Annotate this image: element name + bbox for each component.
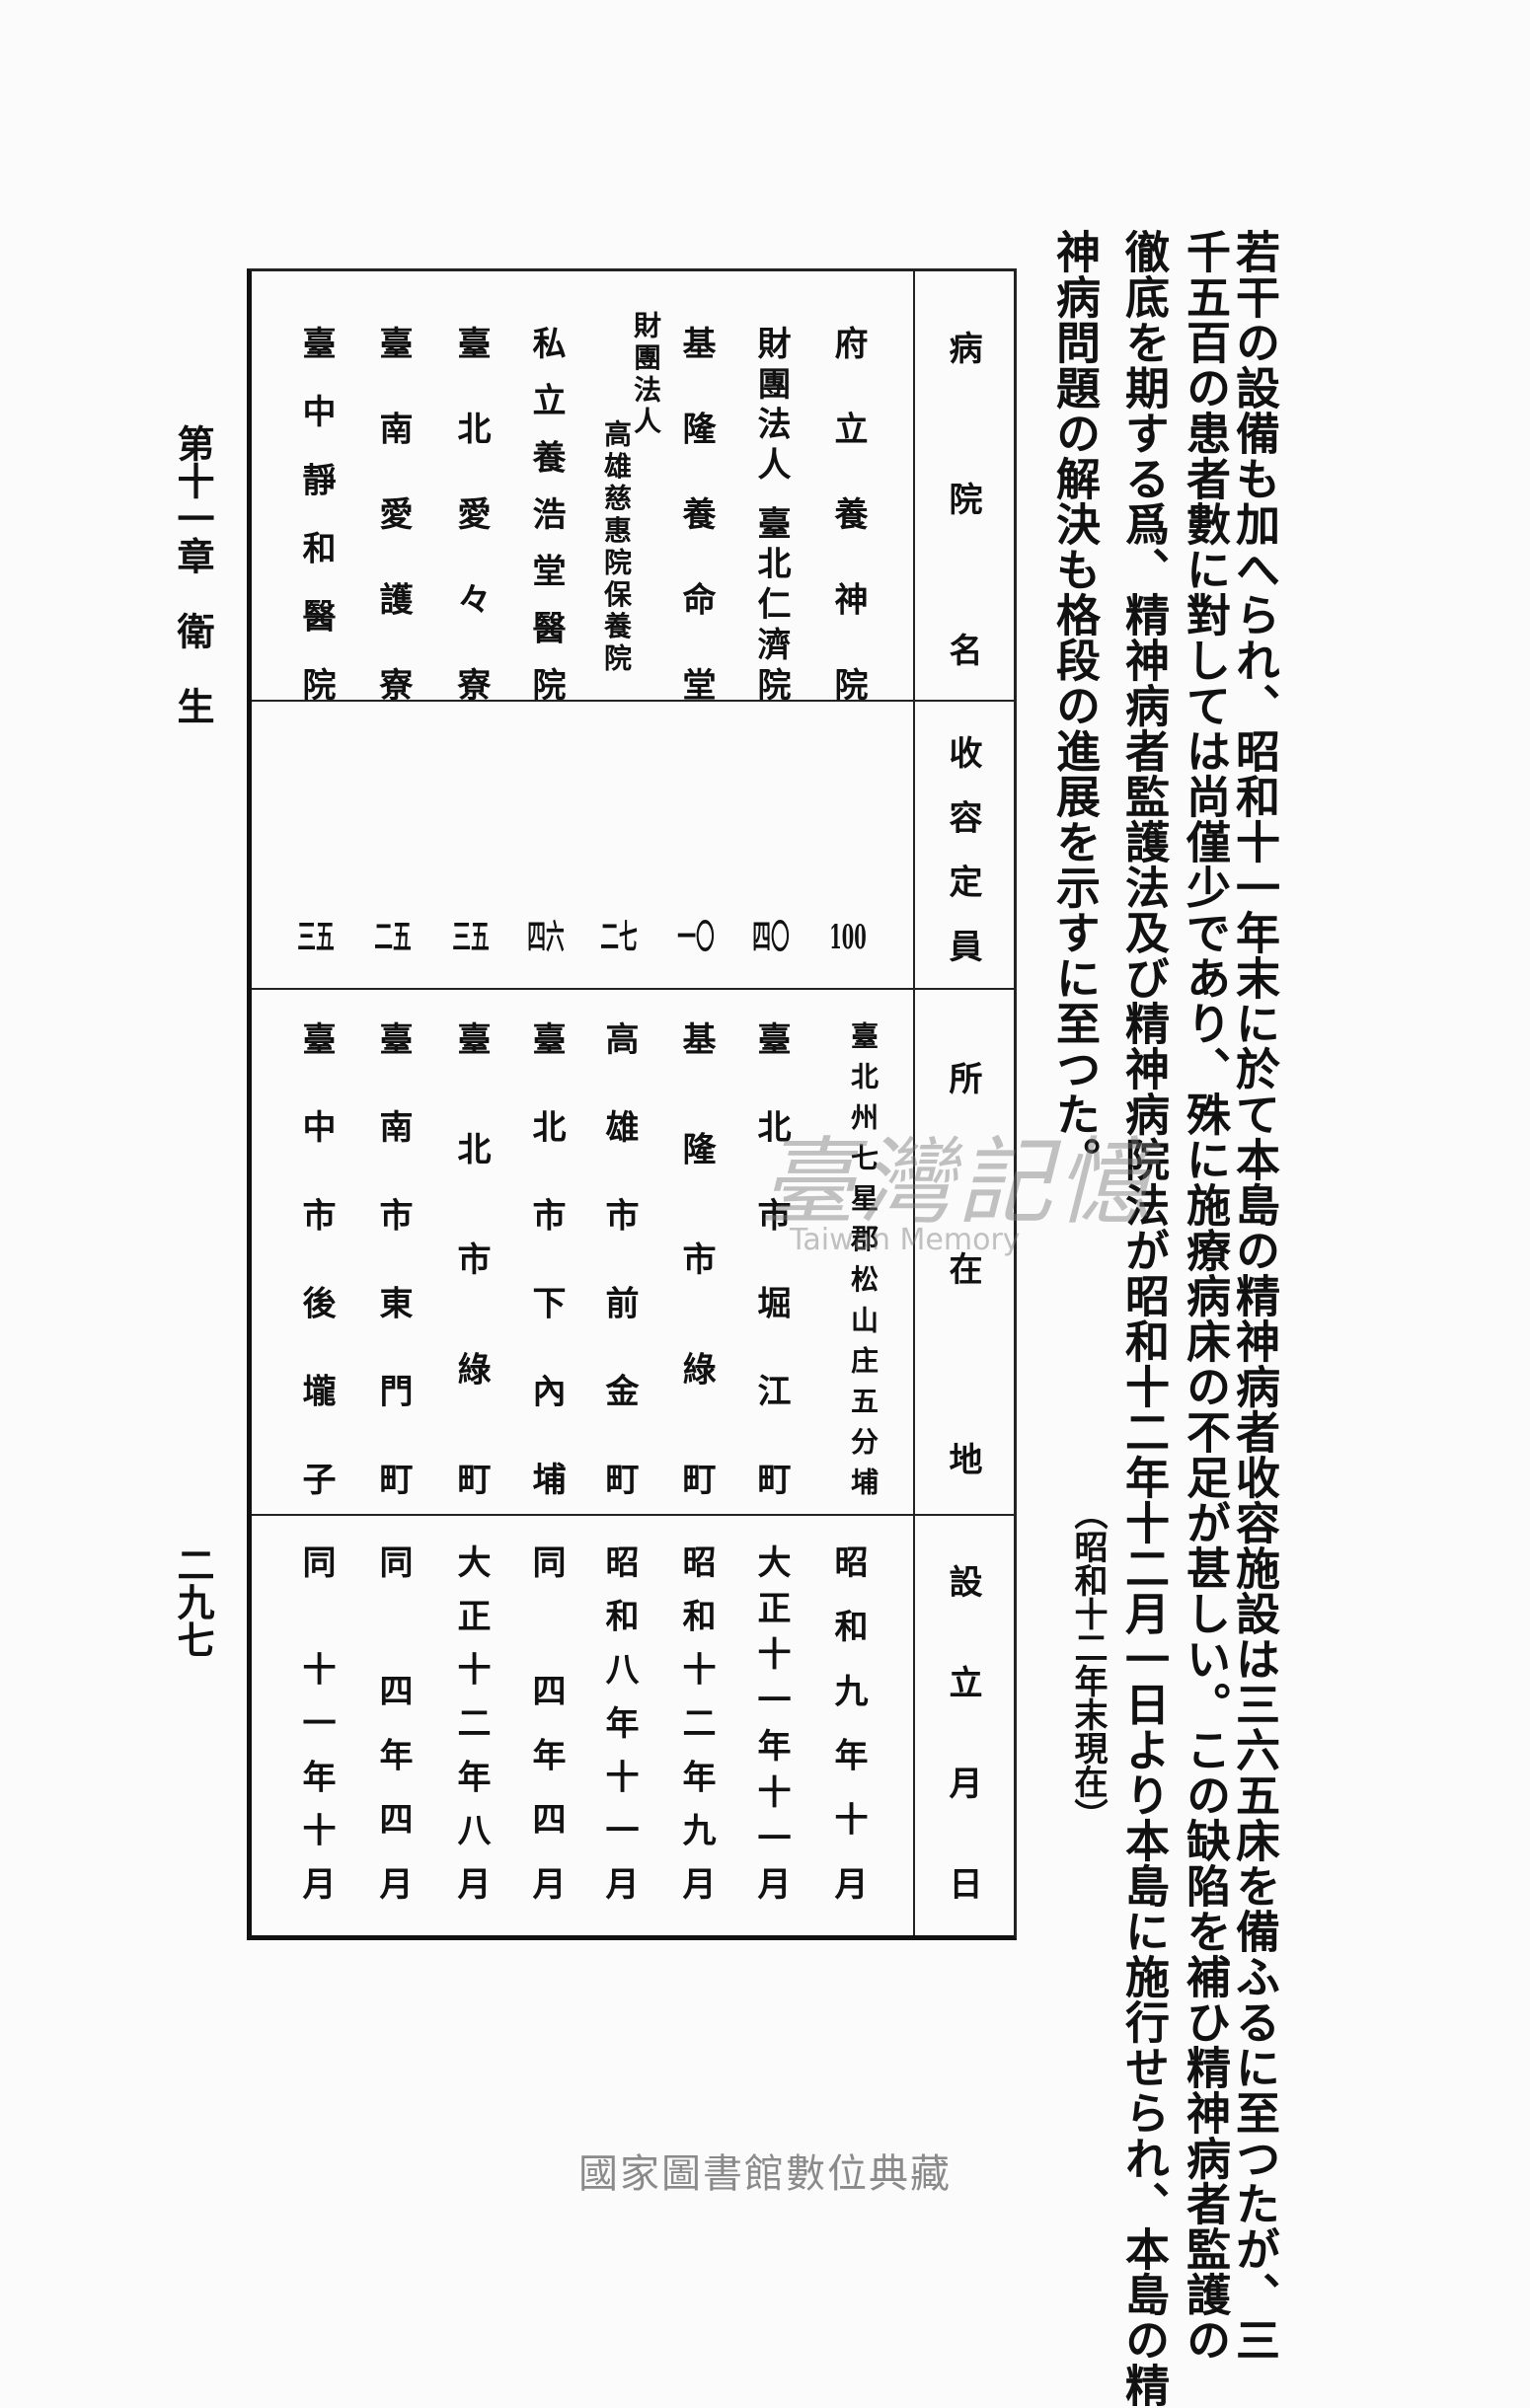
body-line-2: 千五百の患者數に對しては尚僅少であり、殊に施療病床の不足が甚しい。この缺陷を補ひ…: [1179, 229, 1231, 2363]
founded: 昭和九年十月: [828, 1544, 868, 1900]
founded: 大正十二年八月: [451, 1544, 491, 1900]
header-founded: 設立月日: [943, 1564, 982, 1900]
location: 高雄市前金町: [599, 1021, 639, 1495]
capacity: 三五: [452, 921, 490, 954]
hospital-name: 臺南愛護寮: [373, 326, 413, 701]
hospital-name-prefix: 財團法人: [630, 311, 662, 434]
header-location: 所在地: [943, 1061, 982, 1475]
founded: 同 十一年十月: [296, 1544, 336, 1900]
hospital-name: 財團法人 臺北仁濟院: [751, 326, 791, 701]
location: 臺北市堀江町: [751, 1021, 791, 1495]
location: 基隆市綠町: [676, 1021, 716, 1495]
hospital-name: 臺北愛々寮: [451, 326, 491, 701]
divider: [252, 988, 1014, 990]
founded: 昭和十二年九月: [676, 1544, 716, 1900]
hospital-name: 高雄慈惠院保養院: [600, 419, 633, 671]
capacity: 四六: [527, 921, 565, 954]
location: 臺北州七星郡松山庄五分埔: [847, 1021, 880, 1495]
location: 臺北市下內埔: [526, 1021, 566, 1495]
capacity: 四〇: [752, 921, 790, 954]
capacity: 100: [829, 921, 867, 954]
chapter-title: 第十一章 衛 生: [171, 424, 215, 724]
divider: [252, 1514, 1014, 1516]
capacity: 三五: [297, 921, 335, 954]
founded: 昭和八年十一月: [599, 1544, 639, 1900]
watermark-main: 臺灣記憶: [760, 1127, 1155, 1238]
page-number: 二九七: [171, 1545, 215, 1658]
hospital-name: 基隆養命堂: [676, 326, 716, 701]
body-line-3: 徹底を期する爲、精神病者監護法及び精神病院法が昭和十二年十二月一日より本島に施行…: [1117, 229, 1170, 2408]
watermark-sub: Taiwan Memory: [790, 1223, 1021, 1257]
watermark-logo: 臺灣記憶 Taiwan Memory: [760, 1105, 1155, 1257]
header-hospital-name: 病院名: [943, 331, 982, 666]
table-note: （昭和十二年末現在）: [1068, 1496, 1108, 1832]
hospital-name: 臺中靜和醫院: [296, 326, 336, 701]
hospital-name: 私立養浩堂醫院: [526, 326, 566, 701]
location: 臺北市綠町: [451, 1021, 491, 1495]
location: 臺中市後壠子: [296, 1021, 336, 1495]
header-capacity: 收容定員: [943, 735, 982, 962]
founded: 同 四年四月: [526, 1544, 566, 1900]
body-line-1: 若干の設備も加へられ、昭和十一年末に於て本島の精神病者收容施設は三六五床を備ふる…: [1228, 229, 1280, 2363]
library-credit: 國家圖書館數位典藏: [578, 2151, 952, 2197]
location: 臺南市東門町: [373, 1021, 413, 1495]
founded: 大正十一年十一月: [751, 1544, 791, 1900]
body-line-4: 神病問題の解決も格段の進展を示すに至つた。: [1048, 229, 1101, 1182]
hospital-name: 府立養神院: [828, 326, 868, 701]
capacity: 二五: [374, 921, 412, 954]
hospital-table: 病院名收容定員所在地設立月日 府立養神院 100 臺北州七星郡松山庄五分埔昭和九年十月…: [247, 268, 1017, 1940]
capacity: 一〇: [677, 921, 715, 954]
founded: 同 四年四月: [373, 1544, 413, 1900]
divider: [252, 700, 1014, 702]
capacity: 二七: [600, 921, 638, 954]
divider: [913, 271, 915, 1935]
